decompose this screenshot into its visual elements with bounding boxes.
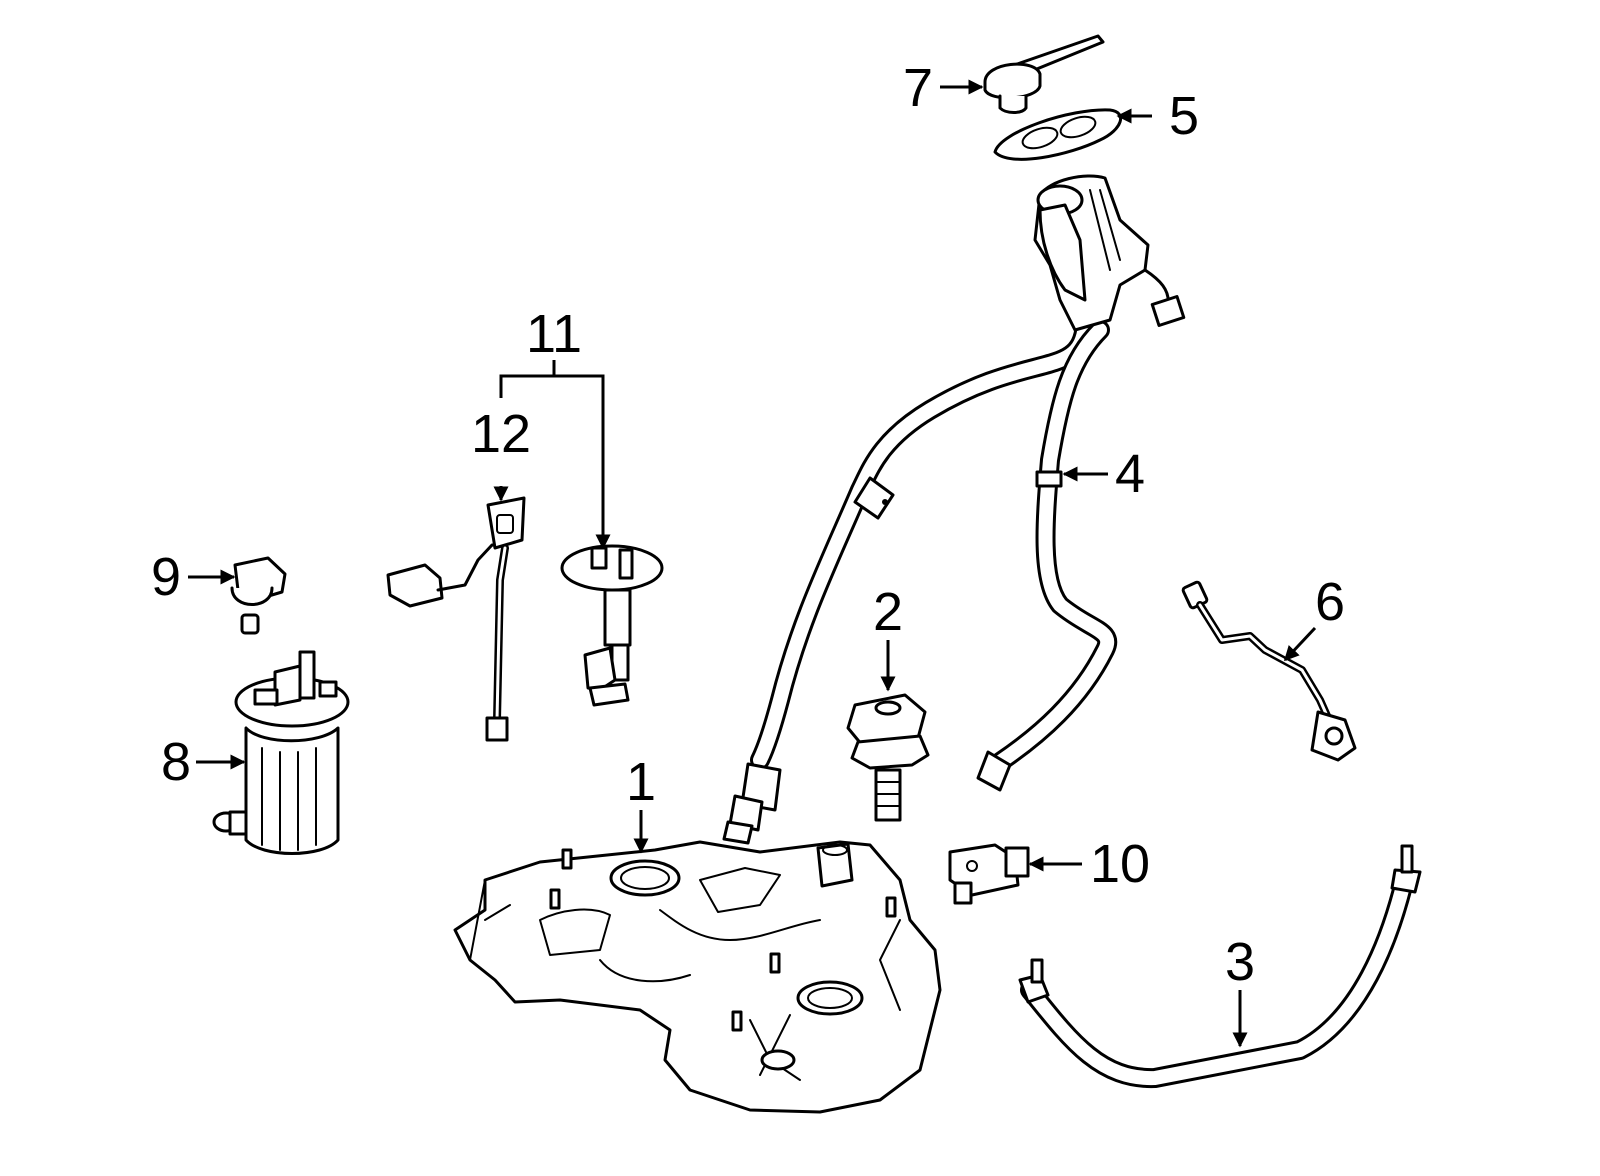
fuel-pump-module-part[interactable] xyxy=(212,650,350,855)
tank-strap-part[interactable] xyxy=(1018,844,1422,1089)
sensor-with-wire-part[interactable] xyxy=(1181,580,1357,762)
check-valve-part[interactable] xyxy=(230,556,287,635)
callout-10: 10 xyxy=(1090,834,1150,894)
callout-11: 11 xyxy=(526,304,582,364)
fuel-level-sender-part[interactable] xyxy=(386,496,526,742)
callout-labels: 1 2 3 4 5 6 7 8 9 10 11 12 xyxy=(151,58,1345,992)
callout-1: 1 xyxy=(626,752,656,812)
callout-8: 8 xyxy=(161,732,191,792)
tank-stud xyxy=(549,848,897,1032)
vent-valve-part[interactable] xyxy=(846,693,930,822)
pressure-sensor-part[interactable] xyxy=(948,843,1030,905)
fuel-tank-part[interactable] xyxy=(453,840,942,1114)
fuel-sender-assembly-part[interactable] xyxy=(560,544,664,707)
callout-6: 6 xyxy=(1315,572,1345,632)
callout-2: 2 xyxy=(873,582,903,642)
leader-lines xyxy=(188,79,1317,1048)
callout-7: 7 xyxy=(903,58,933,118)
fuel-cap-part[interactable] xyxy=(983,34,1105,114)
filler-gasket-part[interactable] xyxy=(993,108,1123,161)
callout-9: 9 xyxy=(151,547,181,607)
callout-3: 3 xyxy=(1225,932,1255,992)
filler-pipe-part[interactable] xyxy=(722,174,1186,845)
callout-5: 5 xyxy=(1169,86,1199,146)
callout-4: 4 xyxy=(1115,444,1145,504)
callout-12: 12 xyxy=(471,404,531,464)
